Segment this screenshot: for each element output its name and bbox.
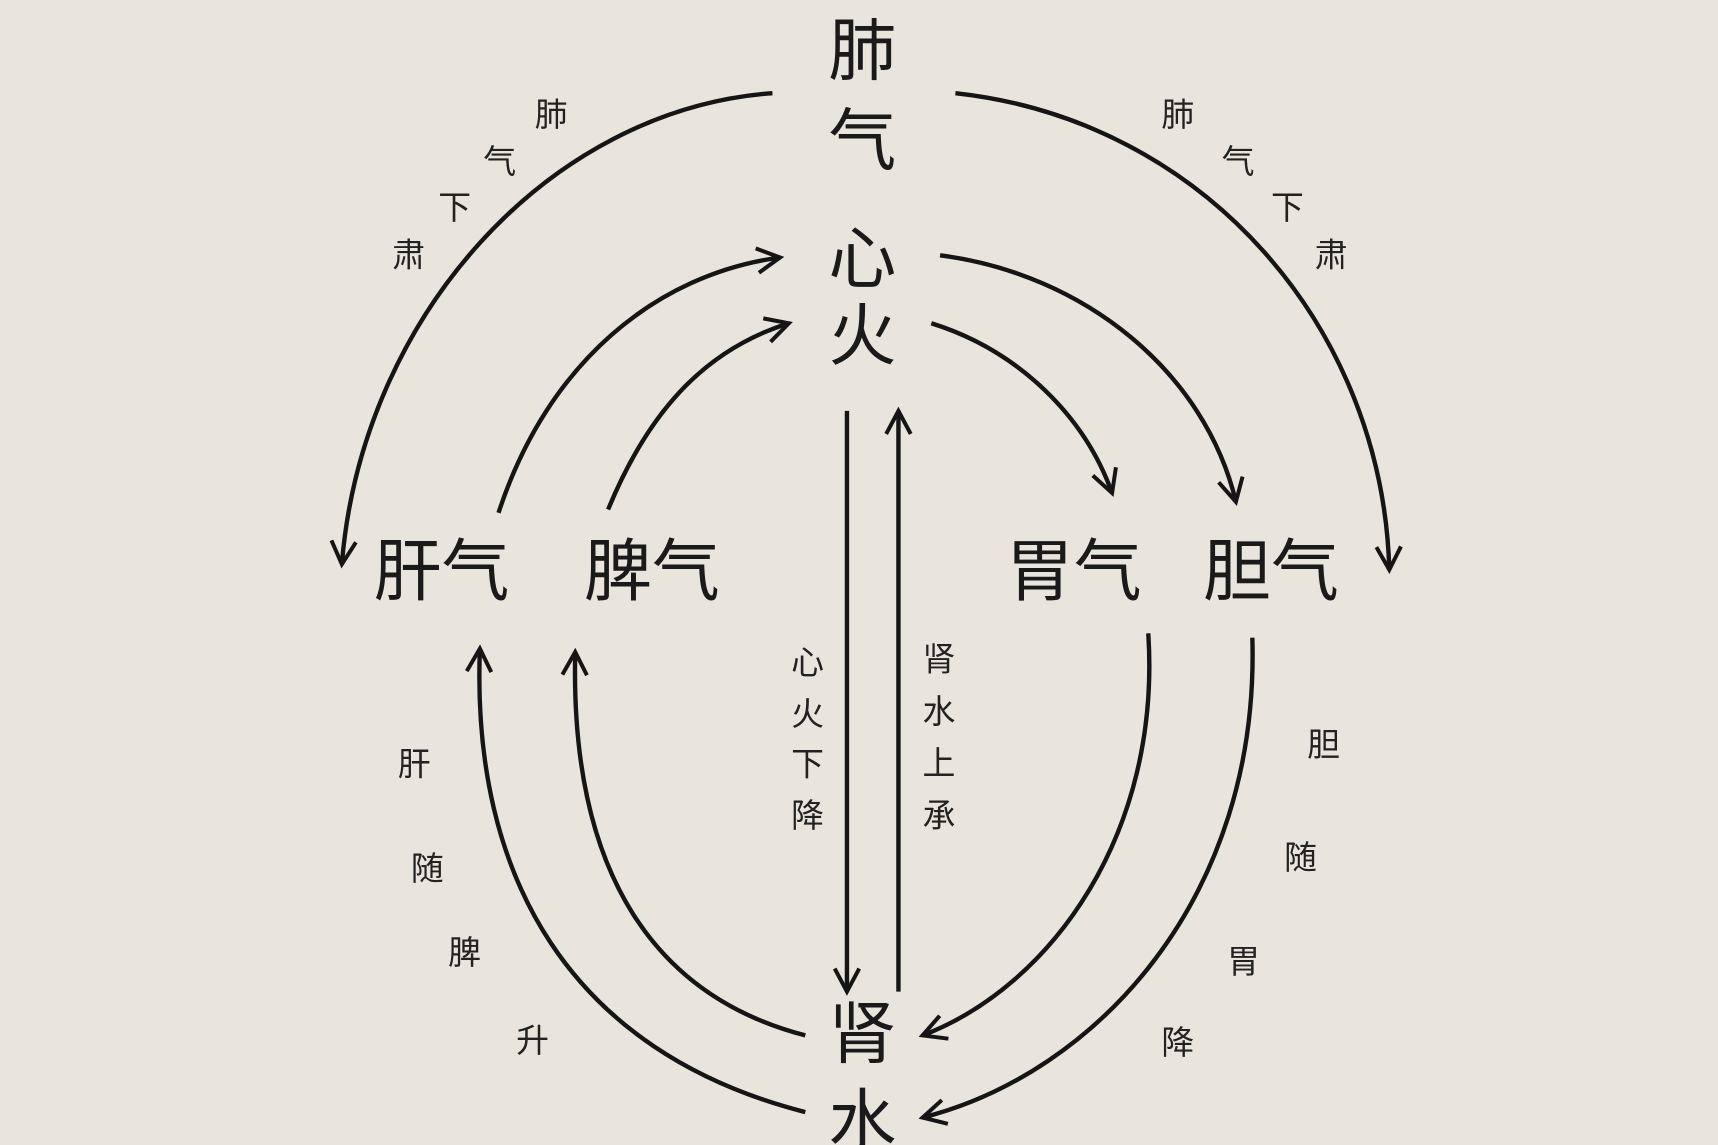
arrow-liver-to-heart — [496, 246, 785, 514]
svg-text:升: 升 — [516, 1021, 549, 1060]
arrow-kidney-to-spleen — [560, 647, 806, 1038]
svg-text:胆: 胆 — [1307, 725, 1340, 764]
svg-text:随: 随 — [411, 849, 444, 888]
label-gall-stomach-fall: 胆 随 胃 降 — [1161, 725, 1340, 1062]
svg-text:脾: 脾 — [448, 933, 481, 972]
svg-text:降: 降 — [1161, 1023, 1194, 1062]
label-lung-right: 肺 气 下 肃 — [1161, 95, 1347, 274]
svg-text:水: 水 — [923, 692, 956, 731]
node-heart-1: 心 — [828, 221, 896, 300]
svg-text:肃: 肃 — [1315, 235, 1348, 274]
arrow-spleen-to-heart — [606, 316, 793, 511]
svg-text:肃: 肃 — [392, 235, 425, 274]
label-water-up: 肾 水 上 承 — [923, 640, 956, 836]
svg-text:心: 心 — [791, 643, 824, 682]
label-liver-spleen-rise: 肝 随 脾 升 — [398, 745, 549, 1060]
node-kidney-1: 肾 — [828, 995, 896, 1074]
node-lung-2: 气 — [828, 102, 896, 181]
node-kidney-2: 水 — [828, 1083, 896, 1145]
svg-text:下: 下 — [438, 188, 471, 227]
svg-text:承: 承 — [923, 796, 956, 835]
label-fire-down: 心 火 下 降 — [791, 643, 824, 835]
svg-text:气: 气 — [1222, 142, 1255, 181]
svg-text:上: 上 — [923, 744, 956, 783]
arrow-gallbladder-to-kidney — [918, 637, 1255, 1126]
arrow-stomach-to-kidney — [918, 633, 1152, 1041]
arrow-lung-to-gallbladder-outer — [955, 90, 1403, 574]
label-lung-left: 肺 气 下 肃 — [392, 95, 567, 274]
arrow-heart-to-gallbladder — [939, 253, 1245, 506]
arrow-kidney-to-liver — [465, 644, 806, 1115]
svg-text:肺: 肺 — [1161, 95, 1194, 134]
node-stomach: 胃气 — [1006, 533, 1142, 612]
svg-text:火: 火 — [791, 694, 824, 733]
svg-text:气: 气 — [483, 142, 516, 181]
svg-text:肾: 肾 — [923, 640, 956, 679]
svg-text:肺: 肺 — [535, 95, 568, 134]
arrow-lung-to-liver — [329, 90, 773, 569]
node-spleen: 脾气 — [584, 533, 720, 612]
svg-text:降: 降 — [791, 796, 824, 835]
node-gallbladder: 胆气 — [1203, 533, 1339, 612]
node-heart-2: 火 — [828, 297, 896, 376]
arrow-heart-to-stomach — [930, 321, 1118, 498]
node-liver: 肝气 — [374, 533, 510, 612]
node-lung-1: 肺 — [828, 13, 896, 92]
svg-text:随: 随 — [1284, 838, 1317, 877]
svg-text:肝: 肝 — [398, 745, 431, 784]
svg-text:下: 下 — [1271, 188, 1304, 227]
svg-text:胃: 胃 — [1227, 942, 1260, 981]
svg-text:下: 下 — [791, 745, 824, 784]
